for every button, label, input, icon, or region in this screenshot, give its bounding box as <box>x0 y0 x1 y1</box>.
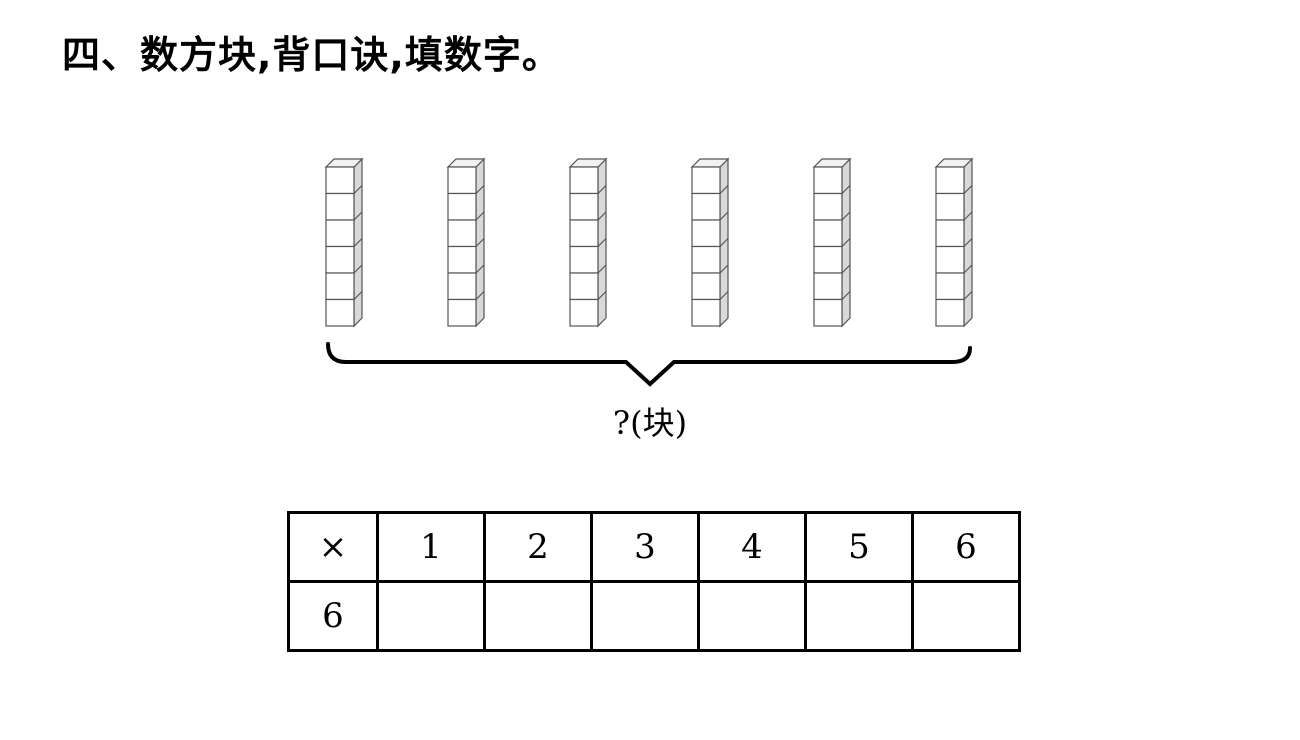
answer-cell-2[interactable] <box>483 580 593 652</box>
cube <box>813 219 843 248</box>
cube <box>325 298 355 327</box>
header-cell-1: 1 <box>376 511 486 583</box>
cube <box>447 272 477 301</box>
header-cell-2: 2 <box>483 511 593 583</box>
cube <box>569 272 599 301</box>
cube <box>935 219 965 248</box>
cube <box>447 219 477 248</box>
question-heading: 四、数方块,背口诀,填数字。 <box>62 33 561 77</box>
answer-cell-5[interactable] <box>804 580 914 652</box>
cube-stick <box>934 157 974 328</box>
answer-cell-6[interactable] <box>911 580 1021 652</box>
header-cell-3: 3 <box>590 511 700 583</box>
cube-stick <box>812 157 852 328</box>
cube <box>691 298 721 327</box>
cube <box>813 272 843 301</box>
total-brace <box>326 342 972 387</box>
cube <box>935 166 965 195</box>
cube <box>447 192 477 221</box>
cube <box>813 192 843 221</box>
cube <box>325 166 355 195</box>
cube <box>691 272 721 301</box>
cube <box>447 298 477 327</box>
cube <box>325 245 355 274</box>
cube <box>691 166 721 195</box>
cube <box>935 245 965 274</box>
cube <box>691 219 721 248</box>
cube <box>569 245 599 274</box>
cube <box>935 298 965 327</box>
cube <box>569 166 599 195</box>
cube <box>447 245 477 274</box>
cube <box>569 219 599 248</box>
cube <box>813 298 843 327</box>
cube-stick <box>446 157 486 328</box>
header-cell-4: 4 <box>697 511 807 583</box>
cube <box>691 192 721 221</box>
answer-row: 6 <box>287 580 1021 652</box>
cube-stick <box>324 157 364 328</box>
multiplication-table: × 1 2 3 4 5 6 6 <box>287 511 1021 652</box>
cube <box>447 166 477 195</box>
cube <box>325 219 355 248</box>
operator-cell: × <box>287 511 379 583</box>
header-row: × 1 2 3 4 5 6 <box>287 511 1021 583</box>
header-cell-6: 6 <box>911 511 1021 583</box>
cube <box>325 192 355 221</box>
cube-stick <box>690 157 730 328</box>
cube <box>813 166 843 195</box>
cube-stick <box>568 157 608 328</box>
cube <box>935 272 965 301</box>
brace-label: ?(块) <box>612 404 688 442</box>
answer-cell-3[interactable] <box>590 580 700 652</box>
cube <box>691 245 721 274</box>
cube <box>813 245 843 274</box>
cube <box>325 272 355 301</box>
cube-sticks-figure <box>324 157 974 387</box>
cube-sticks <box>324 157 974 328</box>
cube <box>569 192 599 221</box>
row-label-cell: 6 <box>287 580 379 652</box>
answer-cell-1[interactable] <box>376 580 486 652</box>
header-cell-5: 5 <box>804 511 914 583</box>
cube <box>935 192 965 221</box>
answer-cell-4[interactable] <box>697 580 807 652</box>
cube <box>569 298 599 327</box>
